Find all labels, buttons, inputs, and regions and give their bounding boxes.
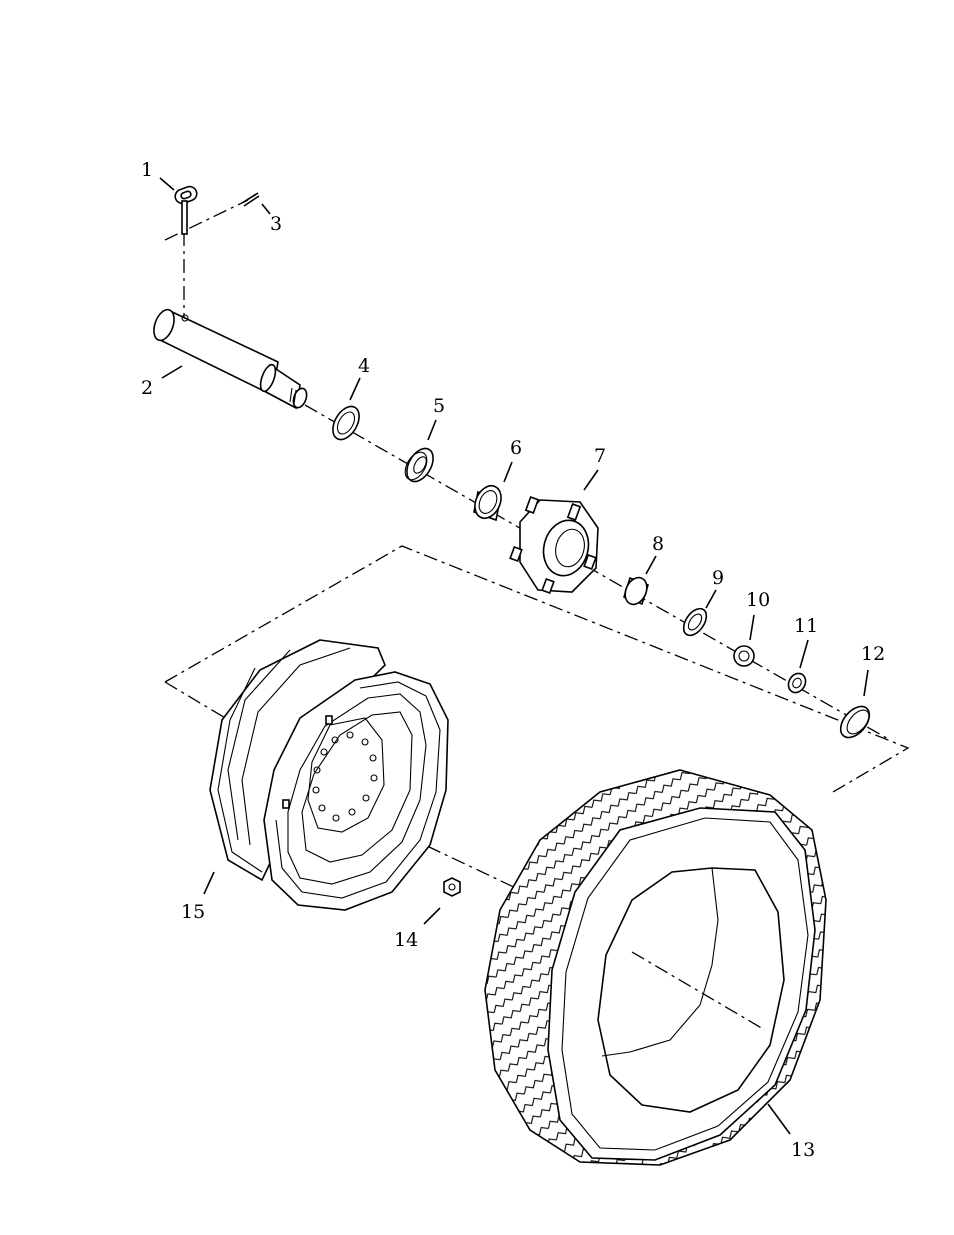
callout-9: 9	[712, 567, 724, 589]
bearing-cone-inner	[401, 444, 439, 486]
callout-1: 1	[141, 159, 153, 181]
tab-washer	[734, 646, 754, 666]
cotter-pin	[242, 193, 259, 206]
lock-pin	[173, 185, 198, 234]
spindle	[150, 307, 309, 410]
bearing-race-outer-small	[621, 574, 651, 608]
dust-cap	[835, 701, 875, 743]
callout-6: 6	[510, 437, 522, 459]
callout-13: 13	[791, 1139, 815, 1161]
callout-10: 10	[746, 589, 770, 611]
callout-2: 2	[141, 377, 153, 399]
lug-nut	[444, 878, 460, 896]
callout-5: 5	[433, 395, 445, 417]
callout-7: 7	[594, 445, 606, 467]
callout-3: 3	[270, 213, 282, 235]
wheel-rim	[210, 640, 448, 910]
callout-8: 8	[652, 533, 664, 555]
callout-4: 4	[358, 355, 370, 377]
callout-14: 14	[394, 929, 418, 951]
callout-15: 15	[181, 901, 205, 923]
wheel-hub	[510, 497, 598, 593]
callout-11: 11	[794, 615, 818, 637]
callout-12: 12	[861, 643, 885, 665]
tire	[485, 770, 826, 1165]
bearing-race-inner	[327, 402, 364, 444]
